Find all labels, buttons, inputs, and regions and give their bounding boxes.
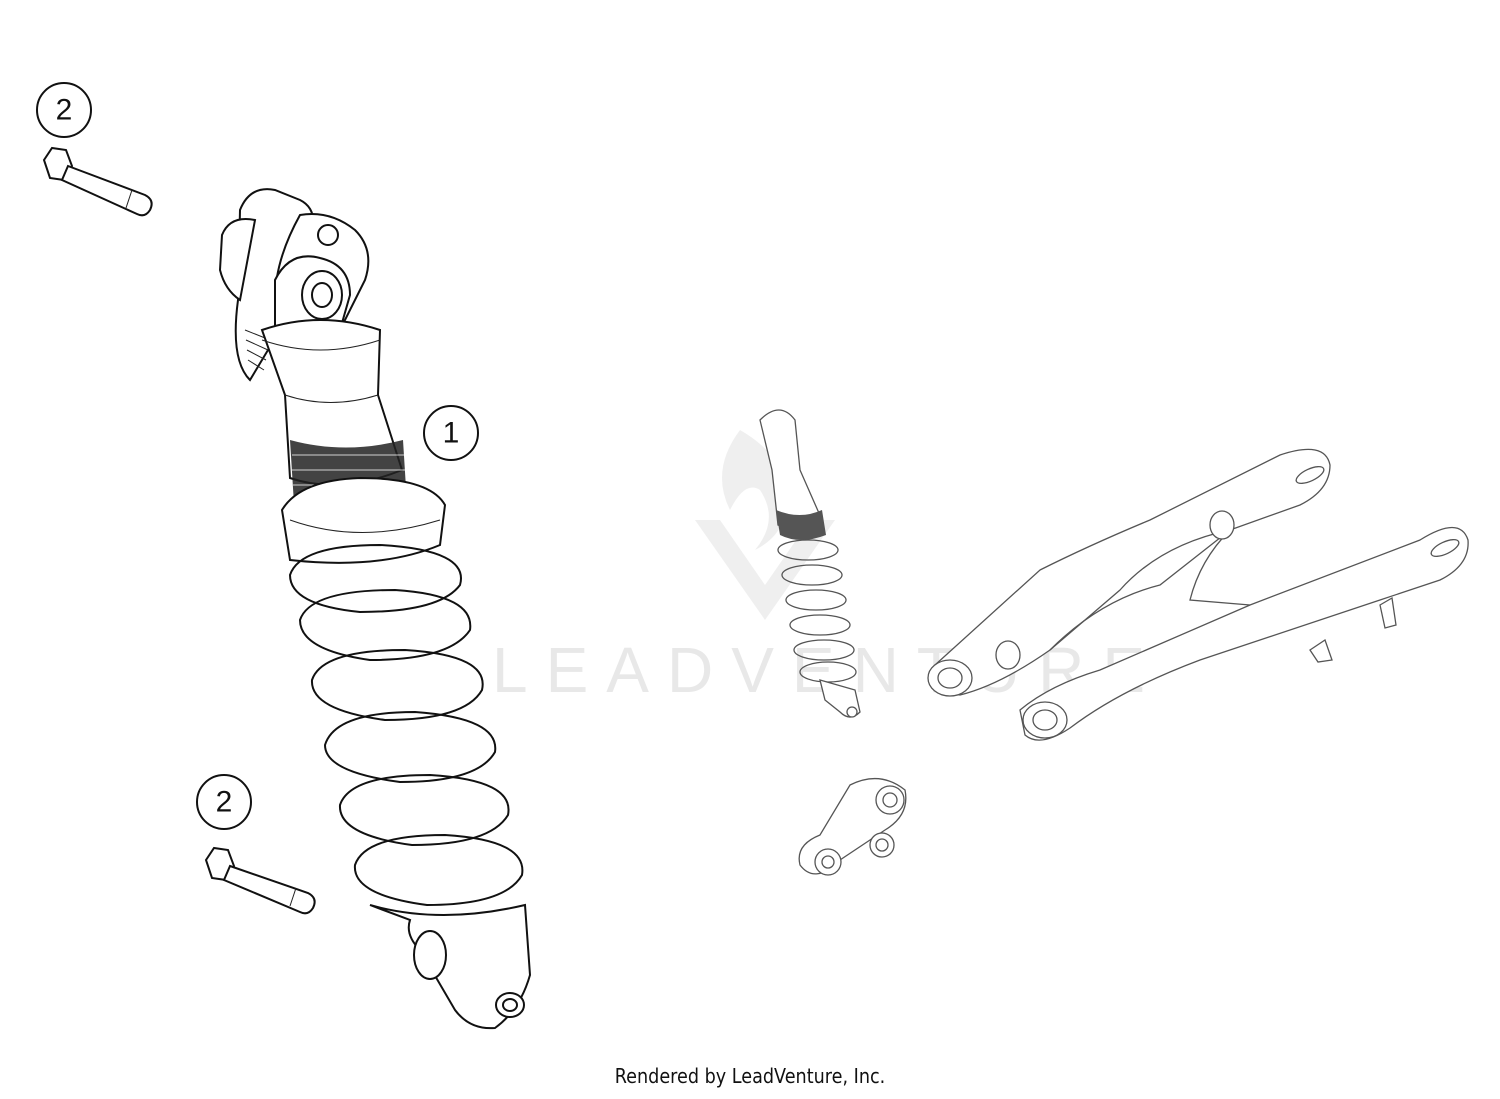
linkage-lever [798, 778, 907, 876]
callout-1[interactable]: 1 [423, 405, 479, 461]
callout-label: 2 [56, 94, 73, 127]
footer-credit: Rendered by LeadVenture, Inc. [614, 1064, 886, 1088]
callout-label: 2 [216, 786, 233, 819]
bolt-lower[interactable] [204, 846, 316, 915]
swingarm [927, 448, 1469, 741]
callout-label: 1 [443, 417, 460, 450]
bolt-upper[interactable] [42, 146, 153, 217]
shock-absorber[interactable] [218, 188, 532, 1030]
callout-2-upper[interactable]: 2 [36, 82, 92, 138]
shock-reference-view [759, 409, 861, 718]
callout-2-lower[interactable]: 2 [196, 774, 252, 830]
